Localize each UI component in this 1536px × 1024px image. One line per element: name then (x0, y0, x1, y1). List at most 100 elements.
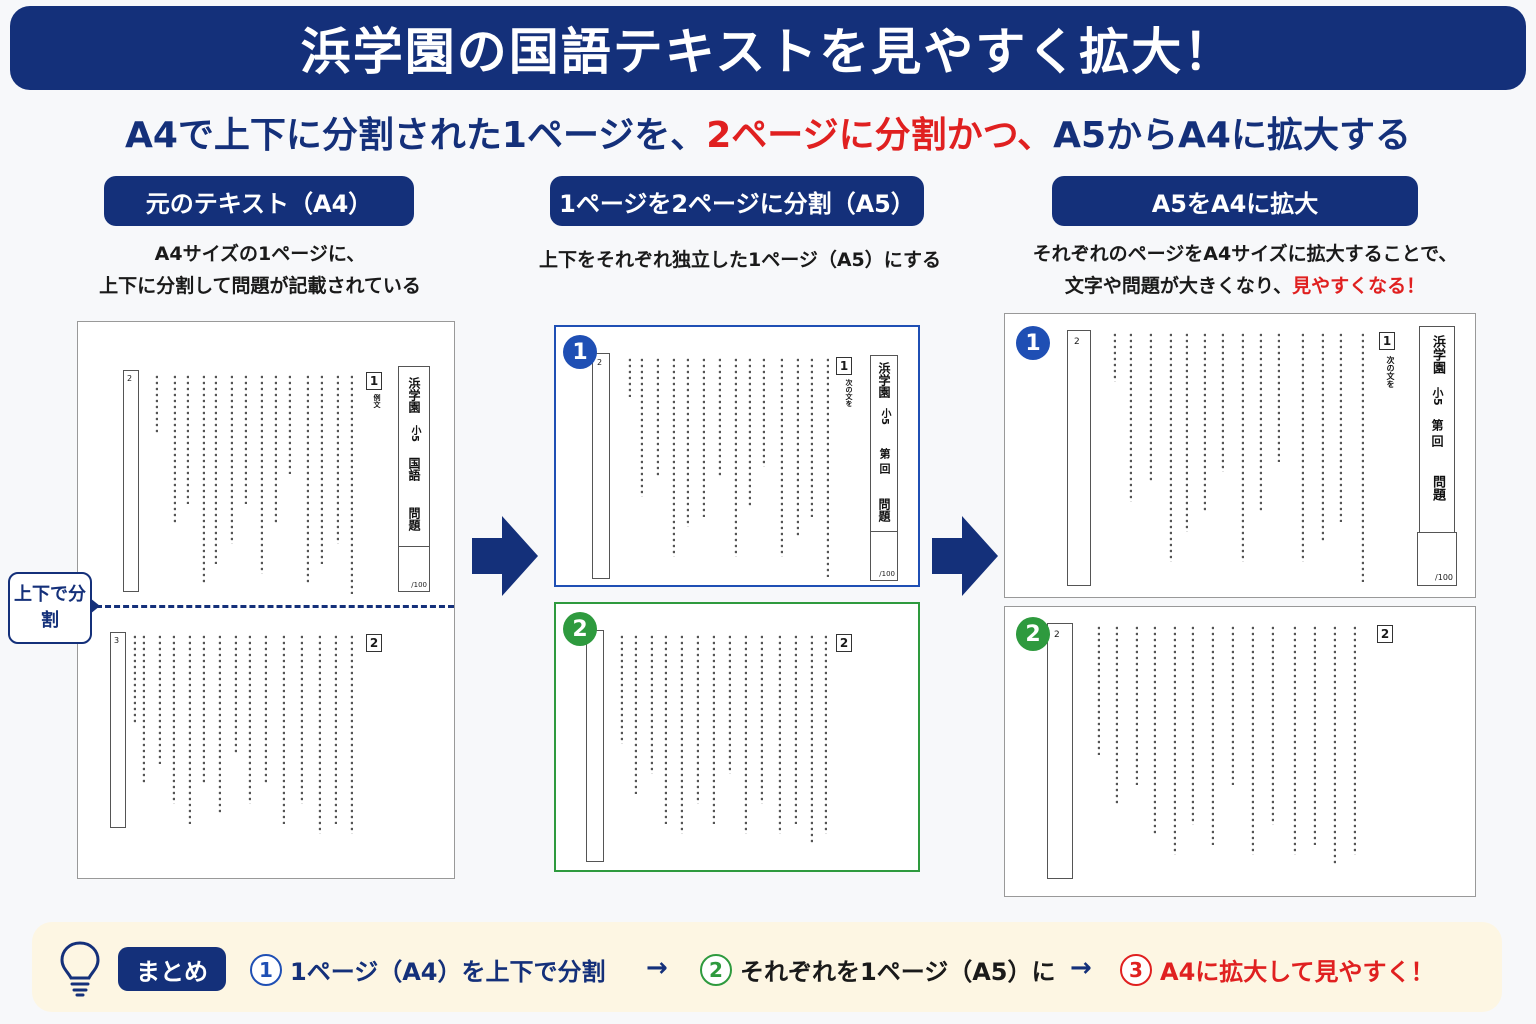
text-column (734, 357, 737, 557)
step1-description: A4サイズの1ページに、 上下に分割して問題が記載されている (60, 238, 460, 302)
text-column (702, 357, 705, 517)
text-column (650, 634, 653, 774)
text-column (173, 374, 176, 524)
text-column (300, 634, 303, 804)
text-column (318, 634, 321, 834)
question-number-1: 1 (366, 372, 382, 390)
step2-label: 1ページを2ページに分割（A5） (550, 176, 924, 226)
text-column (142, 634, 145, 784)
text-column (712, 634, 715, 824)
step3-desc-line2a: 文字や問題が大きくなり、 (1064, 275, 1293, 297)
text-column (186, 374, 189, 504)
text-column (1353, 625, 1356, 855)
text-column (762, 357, 765, 467)
summary-step-1-number: 1 (250, 953, 282, 986)
text-column (1113, 332, 1116, 382)
round-label: 第 回 (1430, 419, 1444, 448)
text-column (1241, 332, 1244, 562)
grade-label: 小5 (409, 425, 420, 442)
text-column (1185, 332, 1188, 532)
text-column (810, 634, 813, 844)
score-label: /100 (1435, 573, 1453, 582)
text-column (810, 357, 813, 517)
text-column (214, 374, 217, 564)
text-column (350, 634, 353, 834)
summary-step-2-number: 2 (700, 953, 732, 986)
school-label: 浜学園 (877, 362, 891, 398)
summary-step-1-text: 1ページ（A4）を上下で分割 (290, 958, 606, 986)
step-number-1-icon: 1 (1016, 326, 1050, 360)
text-column (656, 357, 659, 477)
step2-description: 上下をそれぞれ独立した1ページ（A5）にする (520, 244, 960, 276)
text-column (672, 357, 675, 557)
text-column (680, 634, 683, 834)
a4-enlarged-page-2: 2 2 (1004, 606, 1476, 897)
text-column (1191, 625, 1194, 825)
text-column (1149, 332, 1152, 482)
grade-label: 小5 (879, 408, 890, 425)
text-column (824, 634, 827, 834)
original-a4-page: 浜学園 小5 国語 問題 /100 1 例文 2 2 3 (77, 321, 455, 879)
step3-description: それぞれのページをA4サイズに拡大することで、 文字や問題が大きくなり、見やすく… (1000, 238, 1490, 302)
question-number-2: 2 (366, 634, 382, 652)
text-column (1313, 625, 1316, 845)
text-column (744, 634, 747, 834)
text-column (234, 634, 237, 754)
text-column (230, 374, 233, 544)
text-column (1271, 625, 1274, 825)
text-column (1221, 332, 1224, 472)
split-dashed-line (96, 605, 454, 608)
text-column (1361, 332, 1364, 582)
lead-text: 次の文を (845, 379, 853, 407)
score-box: /100 (870, 531, 898, 581)
text-column (1115, 625, 1118, 805)
callout-pointer (90, 598, 100, 614)
step3-desc-line2: 文字や問題が大きくなり、見やすくなる！ (1000, 270, 1490, 302)
side-number: 2 (1074, 337, 1080, 347)
a5-page-2: 2 (554, 602, 920, 872)
title-strip: 浜学園 小5 第 回 問題 (1419, 326, 1455, 556)
text-column (718, 357, 721, 477)
text-column (320, 374, 323, 564)
a4-enlarged-page-1: 浜学園 小5 第 回 問題 /100 1 次の文を 2 (1004, 313, 1476, 598)
text-column (1097, 625, 1100, 755)
text-column (1259, 332, 1262, 512)
text-column (696, 634, 699, 804)
text-column (760, 634, 763, 804)
title-banner: 浜学園の国語テキストを見やすく拡大！ (10, 6, 1526, 90)
text-column (218, 634, 221, 814)
answer-box: 2 (592, 353, 610, 579)
step-number-2-icon: 2 (563, 612, 597, 646)
text-column (334, 634, 337, 824)
school-label: 浜学園 (407, 377, 421, 413)
subtitle: A4で上下に分割された1ページを、2ページに分割かつ、A5からA4に拡大する (0, 106, 1536, 158)
text-column (350, 374, 353, 594)
side-number: 2 (127, 374, 133, 383)
text-column (274, 374, 277, 524)
subject-label: 国語 (407, 457, 421, 481)
round-label: 第 回 (878, 448, 891, 474)
text-column (728, 634, 731, 774)
school-label: 浜学園 (1430, 335, 1445, 374)
text-column (1203, 332, 1206, 512)
lightbulb-icon (60, 941, 100, 997)
side-number: 2 (1054, 630, 1060, 640)
score-box: /100 (1417, 532, 1457, 586)
step1-desc-line1: A4サイズの1ページに、 (154, 243, 366, 265)
text-column (1339, 332, 1342, 522)
text-column (306, 374, 309, 584)
score-box: /100 (398, 546, 430, 592)
text-column (794, 634, 797, 824)
question-number-2: 2 (836, 634, 852, 652)
summary-label: まとめ (118, 947, 226, 991)
text-column (826, 357, 829, 577)
text-column (1169, 332, 1172, 562)
lead-text: 例文 (373, 394, 381, 408)
subtitle-part1: A4で上下に分割された1ページを、 (125, 115, 707, 156)
question-number-1: 1 (836, 357, 852, 375)
text-column (1293, 625, 1296, 855)
text-column (336, 374, 339, 544)
text-column (1135, 625, 1138, 785)
step1-label: 元のテキスト（A4） (104, 176, 414, 226)
a5-page-1: 浜学園 小5 第 回 問題 /100 1 次の文を 2 (554, 325, 920, 587)
